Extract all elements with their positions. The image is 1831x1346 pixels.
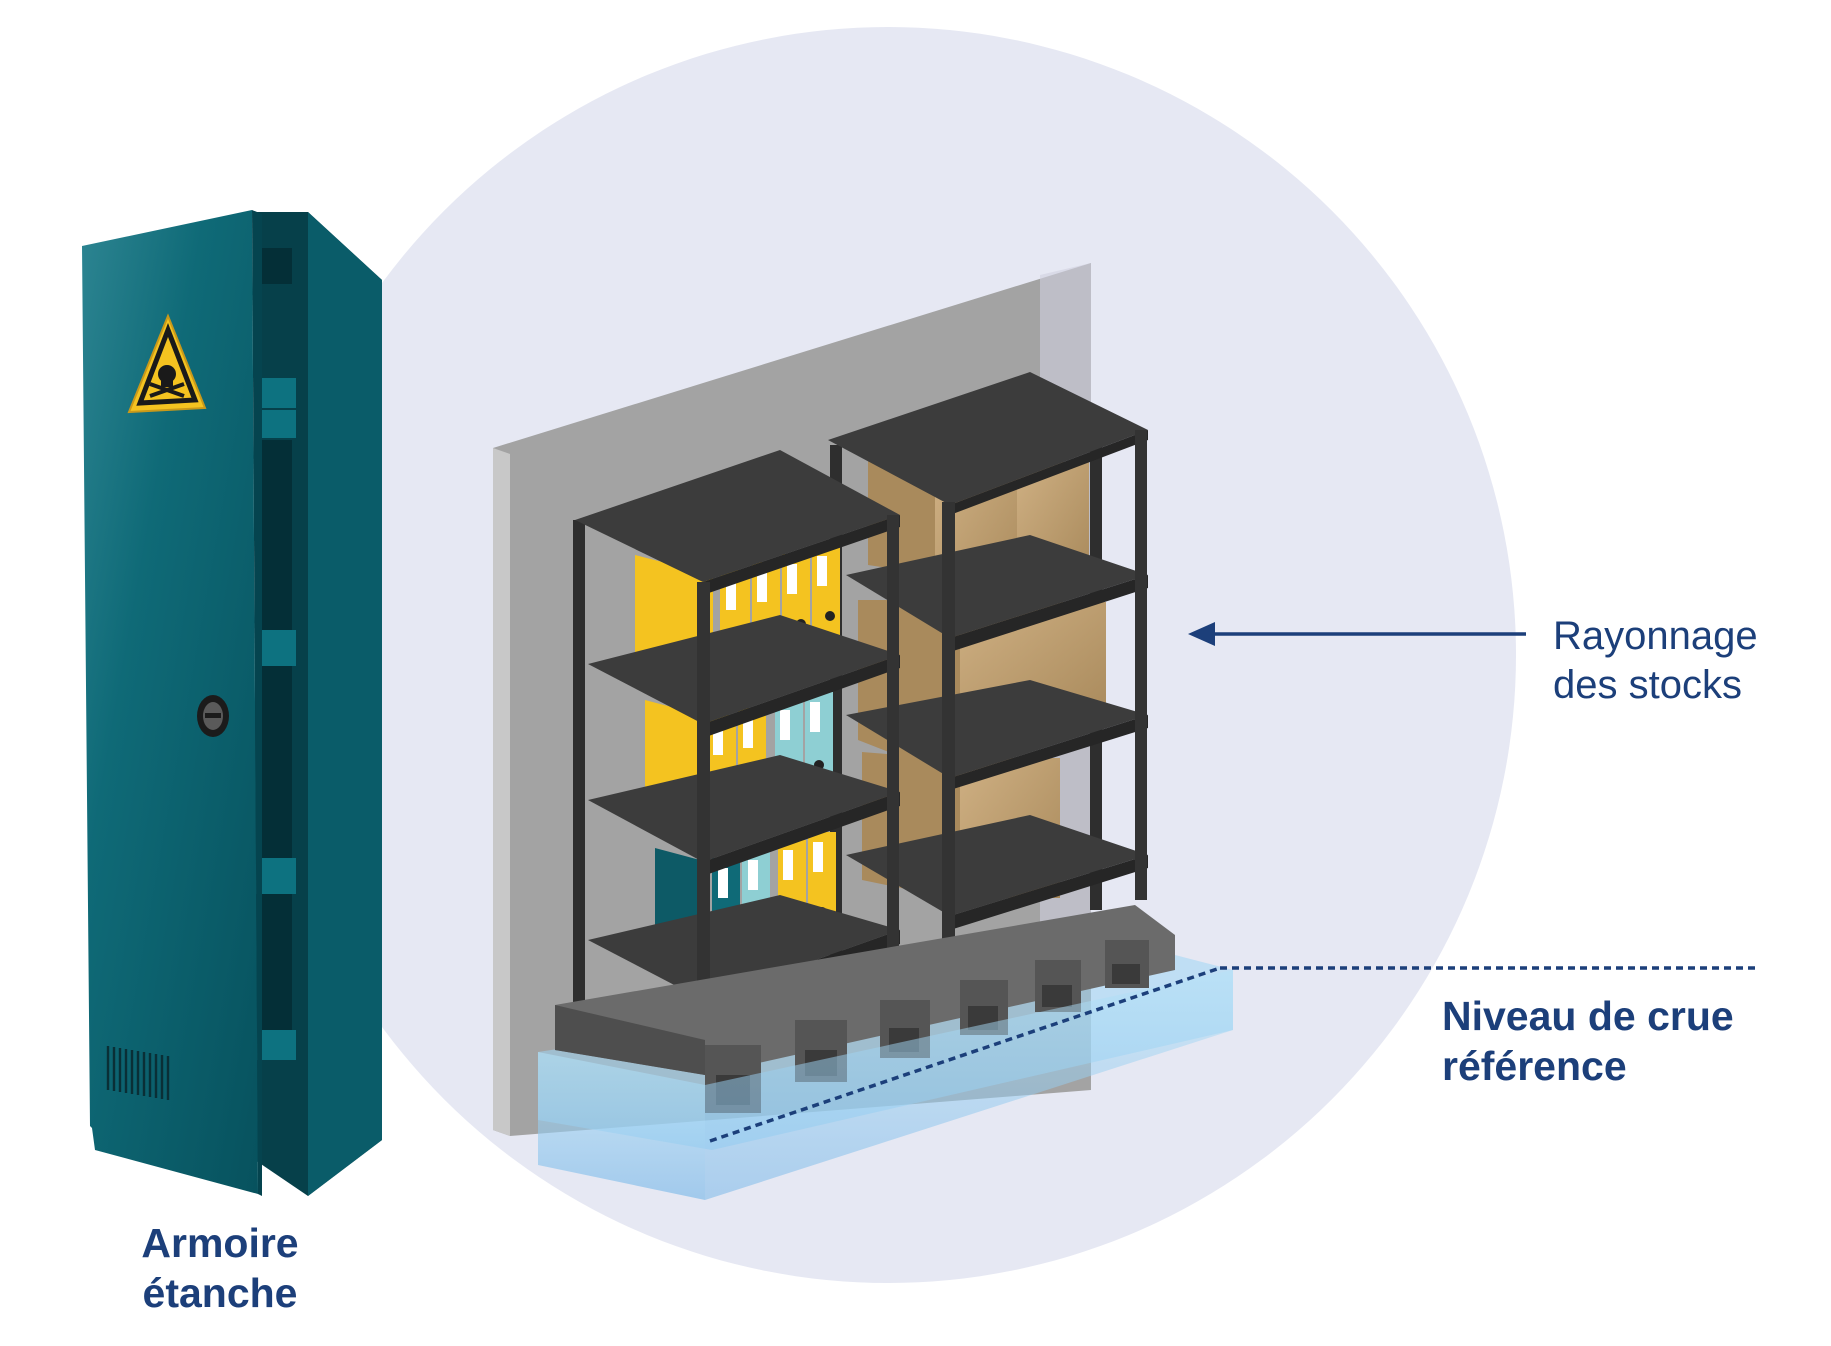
flood-level-label-line-1: Niveau de crue — [1442, 993, 1734, 1039]
vent-grille-icon — [106, 1046, 170, 1100]
cabinet-label-line-2: étanche — [142, 1270, 298, 1317]
flood-level-line — [709, 966, 1760, 1143]
shelving-unit-right — [828, 372, 1148, 980]
shelving-label-line-1: Rayonnage — [1553, 614, 1758, 658]
flood-level-label: Niveau de crue référence — [1442, 991, 1734, 1091]
flood-water-volume — [538, 970, 1233, 1200]
cabinet-label-line-1: Armoire — [141, 1220, 299, 1266]
shelving-label: Rayonnage des stocks — [1553, 612, 1758, 710]
shelving-label-line-2: des stocks — [1553, 662, 1742, 707]
cabinet-lock-icon — [197, 695, 229, 737]
shelf-boards-left — [575, 450, 900, 1014]
flood-level-label-line-2: référence — [1442, 1043, 1627, 1090]
shelf-boards-right — [828, 372, 1148, 930]
skull-crossbones-warning-icon — [127, 313, 207, 414]
cabinet-label: Armoire étanche — [120, 1218, 320, 1318]
cabinet-door — [82, 210, 258, 1194]
sealed-cabinet — [82, 210, 382, 1196]
arrow-left-icon — [1188, 622, 1526, 646]
shelving-unit-left — [573, 450, 900, 1062]
cabinet-shelves — [256, 378, 296, 1060]
